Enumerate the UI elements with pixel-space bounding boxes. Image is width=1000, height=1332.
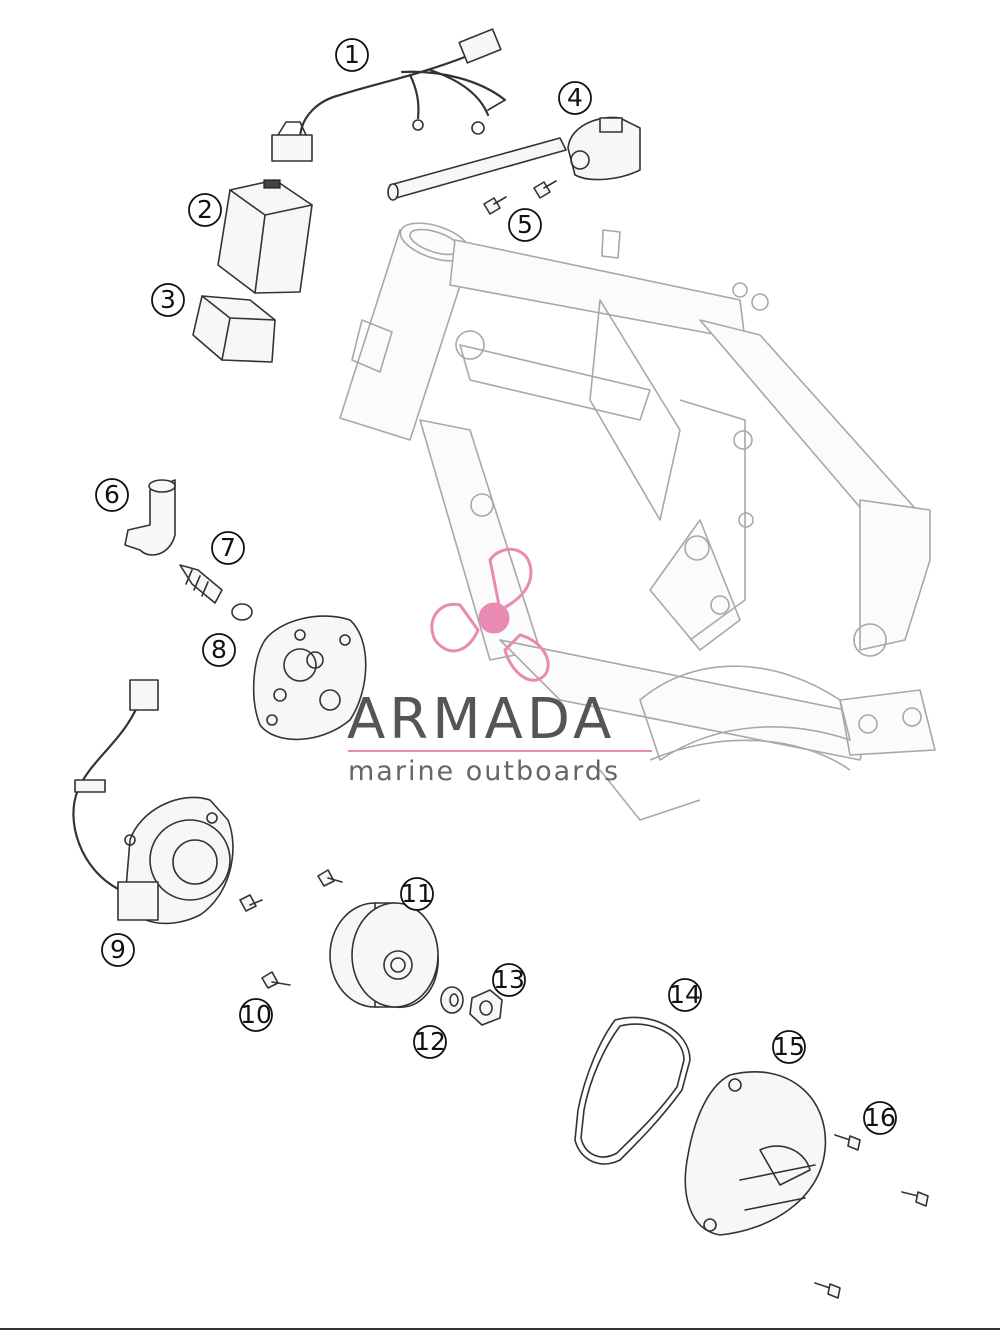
callout-circle [335,38,369,72]
flywheel-rotor [329,902,439,1009]
callout-circle [151,283,185,317]
callout-9: 9 [101,933,135,967]
callout-number: 3 [160,285,176,314]
callout-number: 16 [864,1103,896,1132]
callout-number: 5 [517,210,533,239]
callout-circle [400,877,434,911]
callout-4: 4 [558,81,592,115]
callout-10: 10 [239,998,273,1032]
stator-assembly [72,679,234,925]
callout-circle [202,633,236,667]
callout-number: 9 [110,935,126,964]
cylinder-head [231,603,367,741]
coil-screws [483,180,557,215]
callout-circle [772,1030,806,1064]
callout-3: 3 [151,283,185,317]
callout-number: 1 [344,40,360,69]
callout-number: 12 [414,1027,446,1056]
callout-7: 7 [211,531,245,565]
ignition-cover-gasket [574,1016,691,1165]
callout-circle [492,963,526,997]
callout-circle [188,193,222,227]
spark-plug-cap [124,479,176,556]
callout-11: 11 [400,877,434,911]
callout-number: 14 [669,980,701,1009]
callout-1: 1 [335,38,369,72]
spark-plug [179,564,223,604]
callout-number: 10 [240,1000,272,1029]
ignition-coil [387,116,641,201]
callout-number: 2 [197,195,213,224]
callout-circle [413,1025,447,1059]
callout-8: 8 [202,633,236,667]
flywheel-washer [440,986,464,1014]
brand-watermark: ARMADA marine outboards [347,547,652,787]
callout-circle [211,531,245,565]
callout-number: 6 [104,480,120,509]
cdi-rubber-sleeve [192,295,276,363]
callout-13: 13 [492,963,526,997]
callout-circle [239,998,273,1032]
callout-5: 5 [508,208,542,242]
callout-circle [668,978,702,1012]
flywheel-nut [469,989,503,1026]
callout-number: 13 [493,965,525,994]
cdi-unit [217,179,313,294]
callout-number: 8 [211,635,227,664]
ignition-cover [684,1071,827,1236]
brand-title: ARMADA [347,687,615,752]
propeller-logo [430,547,550,682]
callout-circle [95,478,129,512]
callout-2: 2 [188,193,222,227]
callout-circle [508,208,542,242]
callout-15: 15 [772,1030,806,1064]
callout-16: 16 [863,1101,897,1135]
callout-number: 4 [567,83,583,112]
callout-6: 6 [95,478,129,512]
stator-screws [239,869,343,989]
callout-number: 15 [773,1032,805,1061]
cover-screws [814,1134,929,1299]
callout-circle [558,81,592,115]
brand-subtitle: marine outboards [348,756,620,787]
callout-number: 11 [401,879,433,908]
callout-circle [101,933,135,967]
callout-12: 12 [413,1025,447,1059]
wiring-harness [271,28,507,162]
callout-circle [863,1101,897,1135]
callout-14: 14 [668,978,702,1012]
callout-number: 7 [220,533,236,562]
motorcycle-frame [339,222,936,821]
